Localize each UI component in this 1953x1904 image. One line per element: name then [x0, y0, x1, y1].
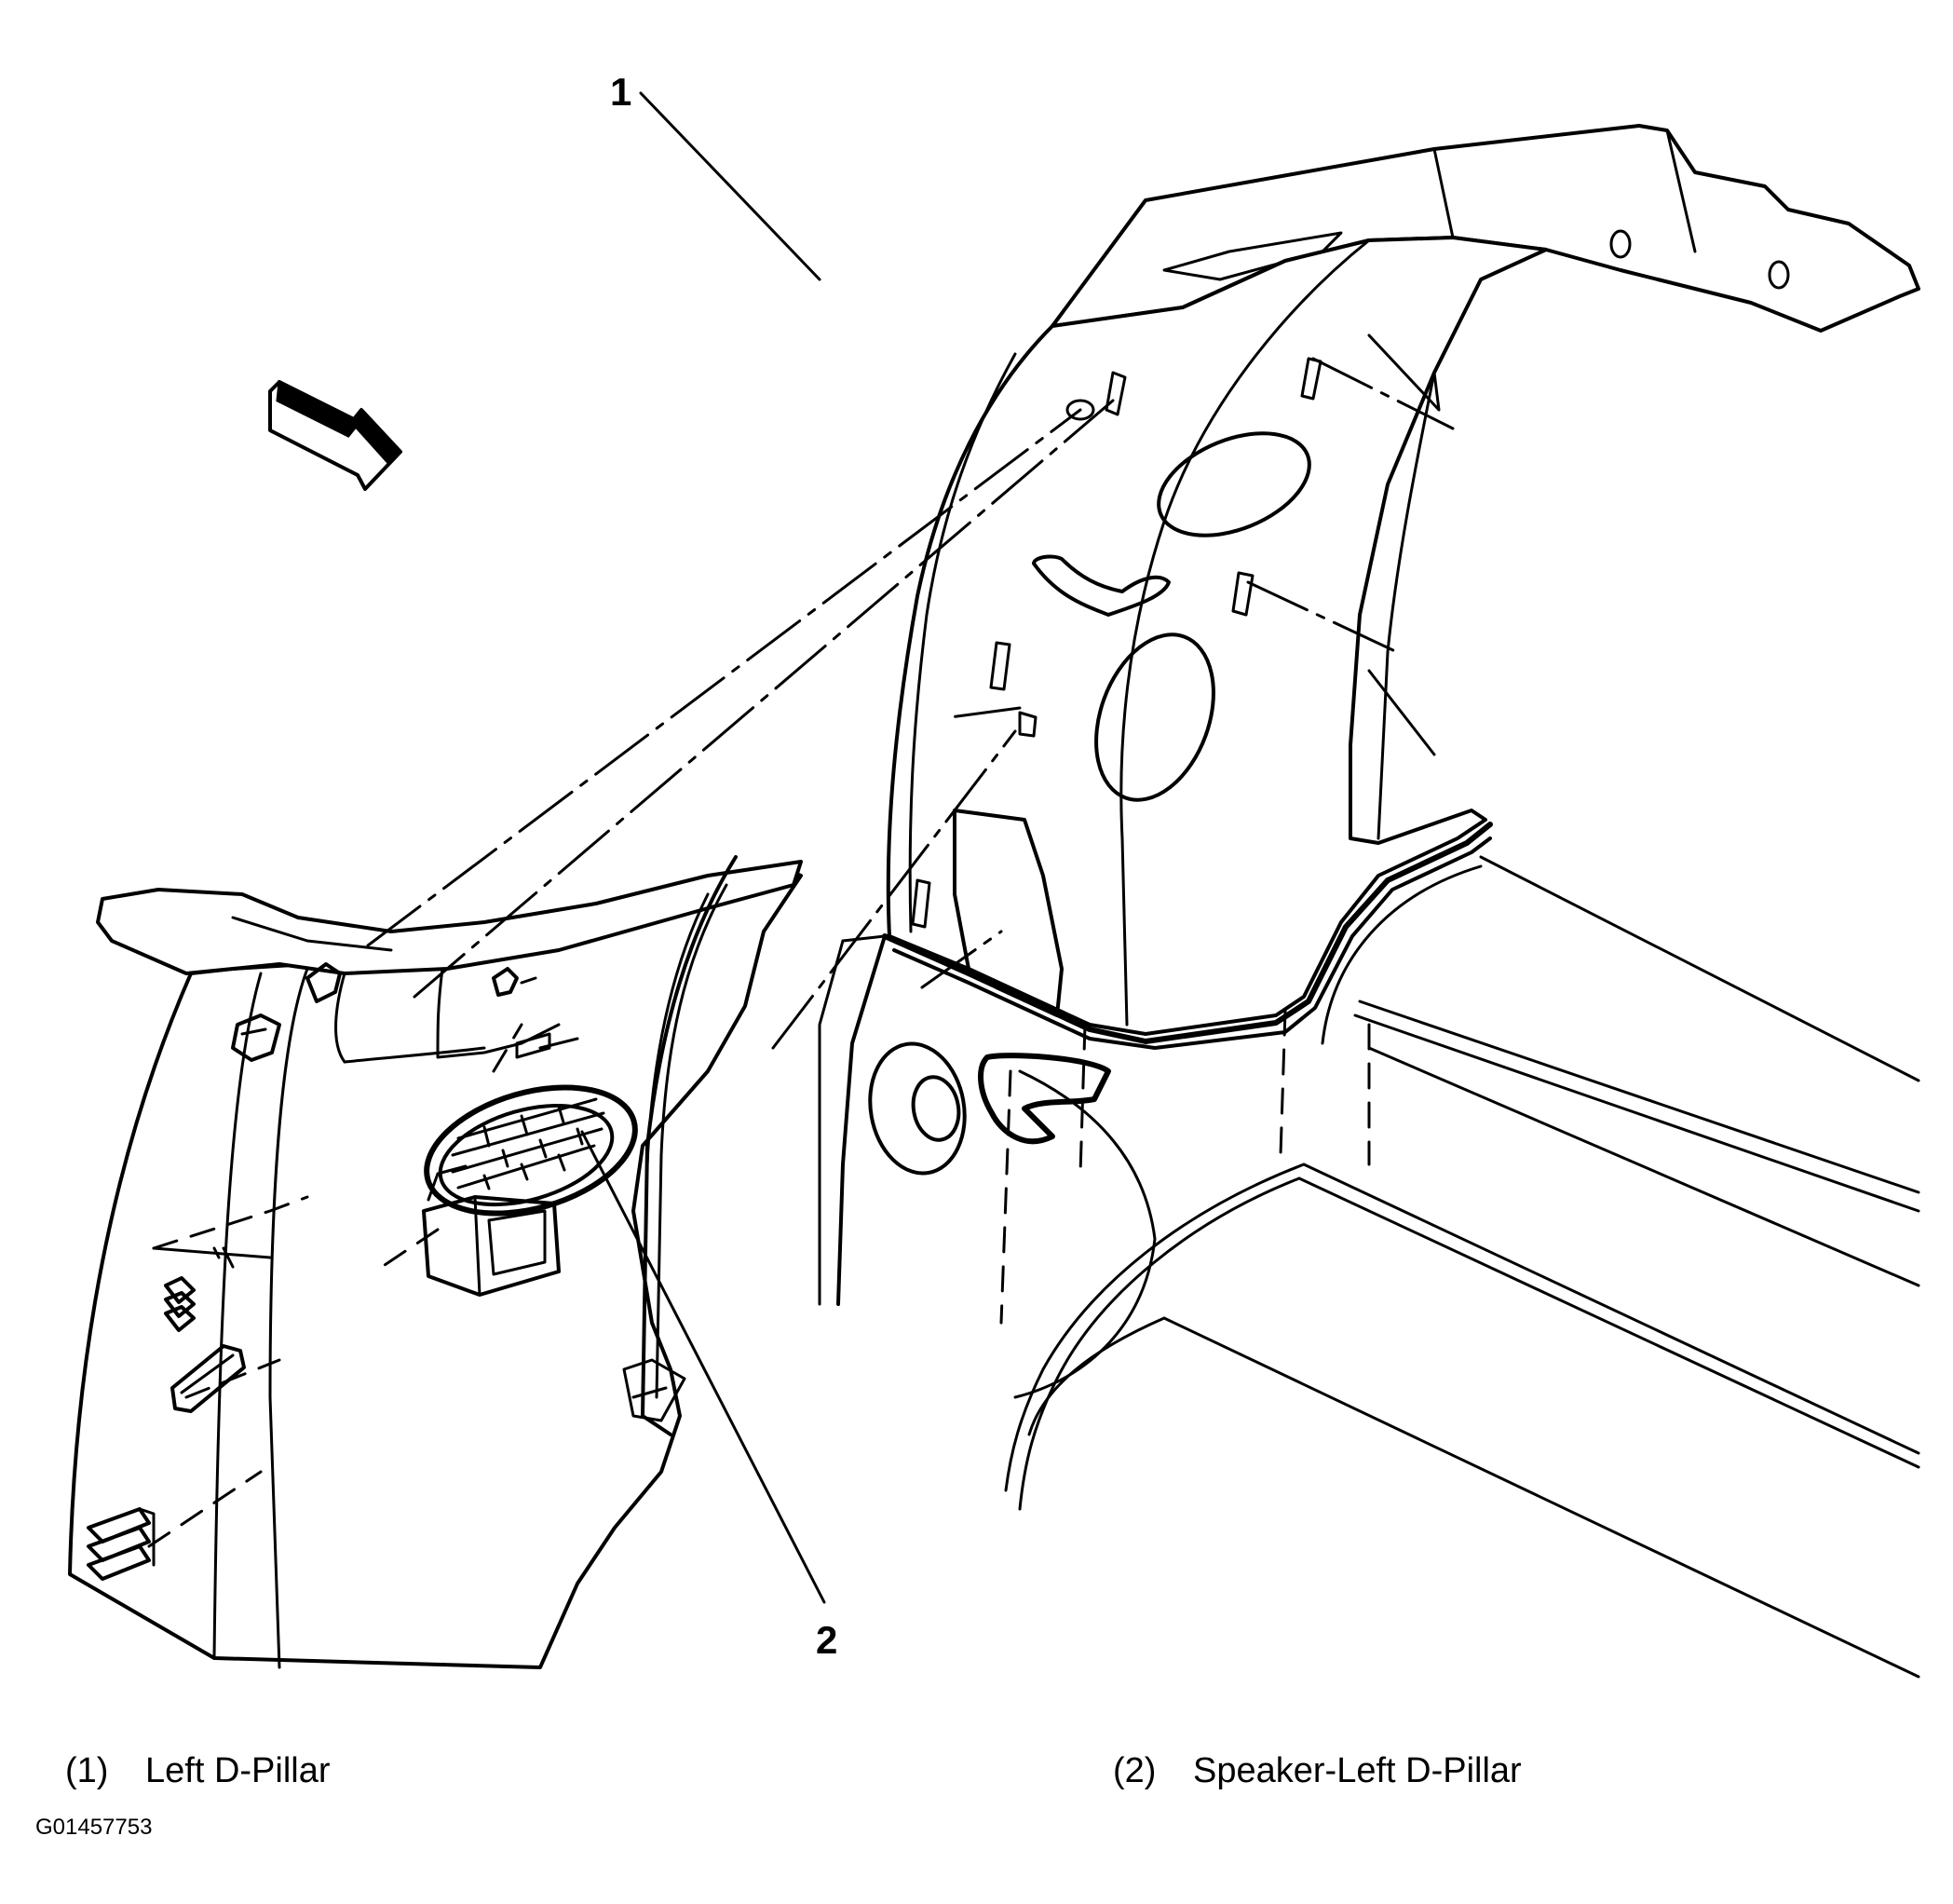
legend-entry-2: (2) Speaker-Left D-Pillar [1113, 1753, 1522, 1788]
vehicle-body [818, 124, 1920, 1679]
figure-code: G01457753 [35, 1815, 153, 1840]
callout-1: 1 [610, 70, 632, 114]
legend-label: Left D-Pillar [145, 1751, 331, 1790]
speaker-grille [424, 1084, 638, 1217]
alignment-lines [147, 357, 1455, 1548]
legend-label: Speaker-Left D-Pillar [1193, 1751, 1522, 1790]
d-pillar-inner-panel [886, 236, 1548, 1036]
legend-entry-1: (1) Left D-Pillar [65, 1753, 331, 1788]
trim-top-flap [96, 860, 803, 975]
legend-number: (1) [65, 1751, 109, 1790]
wheelhouse-flange [882, 822, 1493, 1044]
callout-2-leader [580, 1130, 826, 1604]
callout-2: 2 [816, 1618, 838, 1662]
d-pillar-trim-panel [68, 855, 803, 1669]
legend-number: (2) [1113, 1751, 1157, 1790]
trim-panel-body [68, 864, 803, 1669]
direction-arrow-icon [268, 379, 403, 491]
roof-rail [1051, 124, 1920, 333]
callout-1-leader [639, 91, 821, 281]
